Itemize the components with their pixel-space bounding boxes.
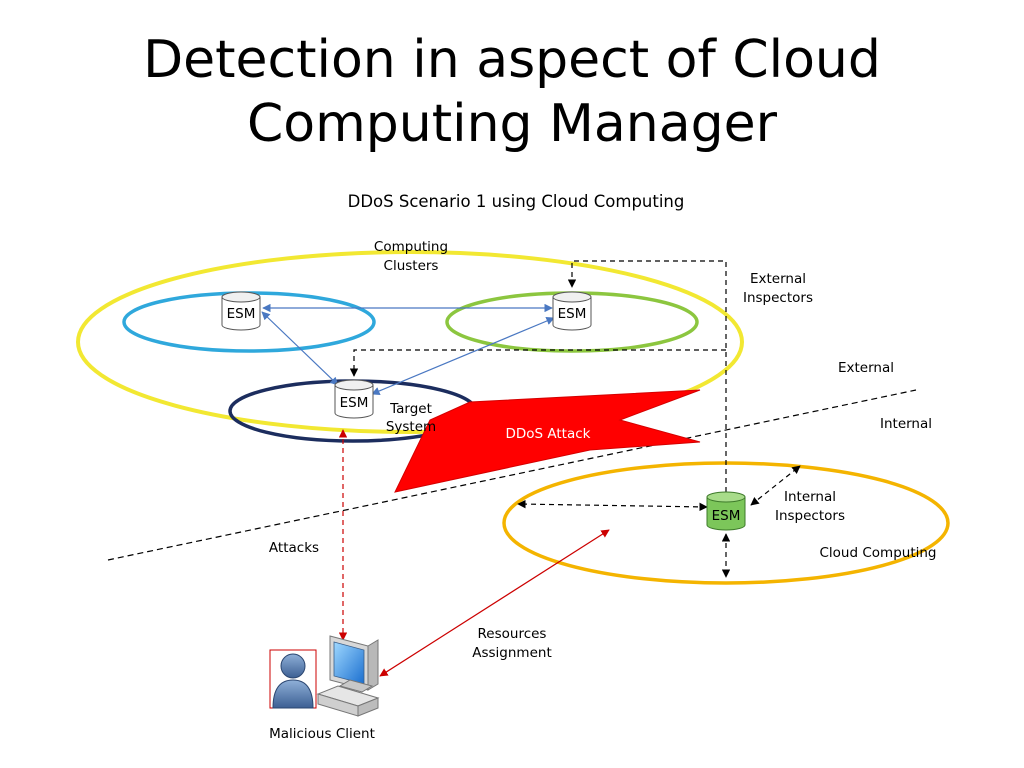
- resources-assignment-path: [379, 529, 610, 677]
- external-inspector-link-right: [567, 260, 727, 492]
- internal-inspector-link-left: [517, 499, 708, 512]
- esm-cloud-node: ESM: [706, 491, 746, 531]
- esm-label: ESM: [340, 395, 369, 411]
- computing-clusters-label: Computing: [374, 239, 448, 255]
- boundary-line: [107, 389, 917, 561]
- esm-label: ESM: [712, 508, 741, 524]
- cluster-link-left-target: [261, 311, 339, 386]
- cloud-computing-label: Cloud Computing: [820, 545, 937, 561]
- computing-clusters-label-2: Clusters: [384, 258, 439, 274]
- ddos-attack-arrow: [394, 389, 701, 493]
- esm-label: ESM: [227, 306, 256, 322]
- internal-inspectors-label-2: Inspectors: [775, 508, 845, 524]
- title-line-2: Computing Manager: [246, 94, 777, 154]
- diagram-subtitle: DDoS Scenario 1 using Cloud Computing: [348, 192, 685, 211]
- malicious-client-label: Malicious Client: [269, 726, 375, 742]
- computer-icon: [316, 635, 380, 717]
- internal-inspectors-label: Internal: [784, 489, 836, 505]
- external-inspectors-label-2: Inspectors: [743, 290, 813, 306]
- internal-inspector-link-up: [750, 465, 801, 506]
- attacks-label: Attacks: [269, 540, 319, 556]
- computing-clusters-ring: [76, 250, 744, 434]
- target-system-label-2: System: [386, 419, 436, 435]
- external-inspectors-label: External: [750, 271, 806, 287]
- slide-title: Detection in aspect of Cloud Computing M…: [0, 28, 1024, 156]
- external-zone-label: External: [838, 360, 894, 376]
- esm-label: ESM: [558, 306, 587, 322]
- esm-target-node: ESM: [334, 379, 374, 419]
- user-icon: [269, 649, 317, 709]
- resources-assignment-label: Resources: [478, 626, 547, 642]
- esm-cluster-right-node: ESM: [552, 291, 592, 331]
- ddos-attack-label: DDoS Attack: [505, 426, 590, 442]
- target-system-label: Target: [389, 401, 432, 417]
- esm-cluster-left-node: ESM: [221, 291, 261, 331]
- resources-assignment-label-2: Assignment: [472, 645, 551, 661]
- internal-zone-label: Internal: [880, 416, 932, 432]
- title-line-1: Detection in aspect of Cloud: [143, 30, 881, 90]
- cluster-link-right-target: [371, 317, 555, 395]
- external-inspector-link-target: [349, 349, 726, 377]
